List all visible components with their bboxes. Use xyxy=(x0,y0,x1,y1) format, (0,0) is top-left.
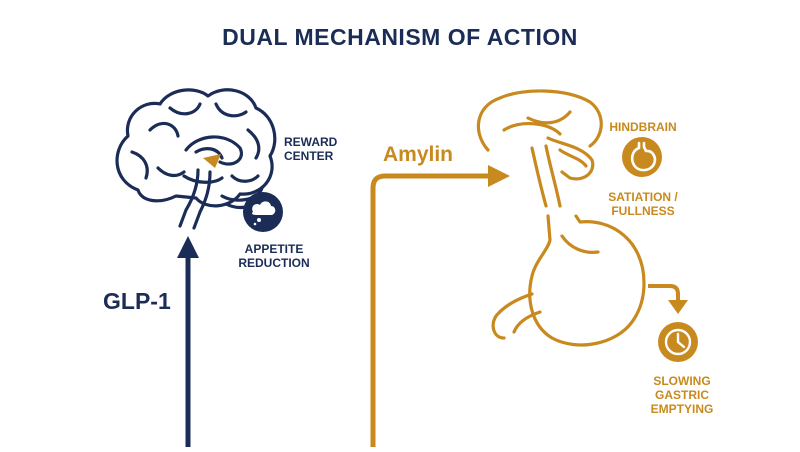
reward-center-marker xyxy=(203,154,221,168)
hindbrain-icon xyxy=(476,89,603,208)
satiation-fullness-label: SATIATION / FULLNESS xyxy=(597,190,689,218)
satiation-line-1: SATIATION / xyxy=(608,190,678,204)
diagram-title: DUAL MECHANISM OF ACTION xyxy=(222,24,578,50)
amylin-arrow xyxy=(370,165,510,447)
glp1-arrow xyxy=(177,236,199,447)
glp1-label: GLP-1 xyxy=(103,288,171,314)
hindbrain-label: HINDBRAIN xyxy=(609,120,677,134)
stomach-outline-icon xyxy=(491,214,646,347)
appetite-reduction-line-1: APPETITE xyxy=(244,242,304,256)
gastric-line-2: GASTRIC xyxy=(655,388,709,403)
reward-center-line-1: REWARD xyxy=(284,135,338,149)
satiation-line-2: FULLNESS xyxy=(611,204,675,219)
amylin-label: Amylin xyxy=(383,143,454,166)
gastric-line-3: EMPTYING xyxy=(650,402,714,417)
appetite-reduction-line-2: REDUCTION xyxy=(238,256,310,271)
reward-center-line-2: CENTER xyxy=(284,149,334,164)
reward-center-label: REWARD CENTER xyxy=(284,135,337,163)
clock-icon xyxy=(658,322,698,362)
thought-bubble-icon xyxy=(243,192,283,232)
slowing-gastric-emptying-label: SLOWING GASTRIC EMPTYING xyxy=(634,374,730,416)
appetite-reduction-label: APPETITE REDUCTION xyxy=(226,242,322,270)
gastric-line-1: SLOWING xyxy=(653,374,711,388)
gastric-arrow xyxy=(648,284,688,314)
stomach-icon xyxy=(622,137,662,177)
